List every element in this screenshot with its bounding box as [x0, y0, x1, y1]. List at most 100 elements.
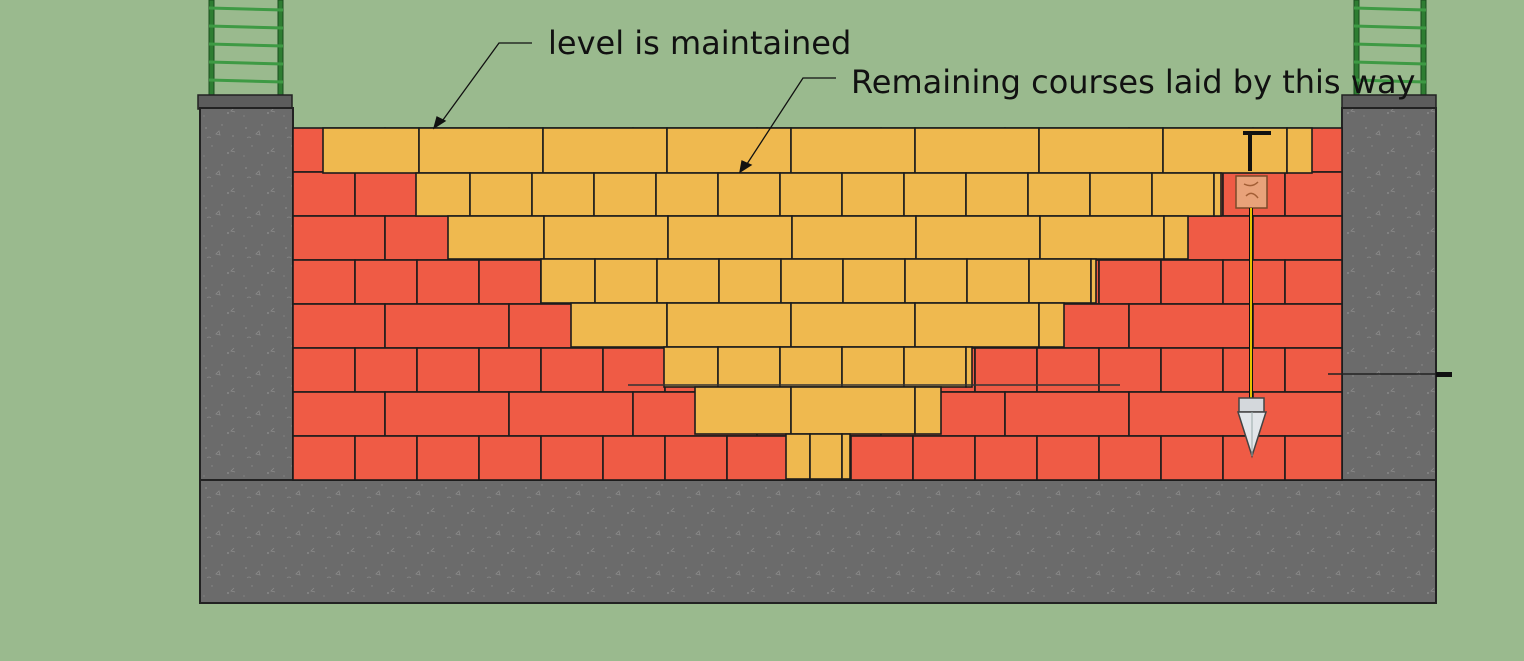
rebar-tie	[1353, 24, 1427, 30]
red-brick	[1222, 347, 1286, 393]
red-brick	[1160, 259, 1224, 305]
yellow-brick	[790, 127, 916, 174]
red-brick	[354, 435, 418, 481]
rebar-tie	[208, 6, 284, 12]
red-brick	[292, 347, 356, 393]
red-brick	[912, 435, 976, 481]
red-brick	[1284, 171, 1343, 217]
red-brick	[354, 259, 418, 305]
red-brick	[292, 215, 386, 261]
courses-annotation-label: Remaining courses laid by this way	[851, 63, 1416, 101]
yellow-brick	[780, 258, 844, 304]
yellow-brick	[779, 172, 843, 217]
red-brick	[1128, 303, 1254, 349]
yellow-brick	[914, 127, 1040, 174]
red-brick	[1128, 391, 1254, 437]
red-brick	[1284, 435, 1343, 481]
red-brick	[1284, 347, 1343, 393]
red-brick	[1160, 435, 1224, 481]
red-brick	[384, 303, 510, 349]
yellow-brick	[842, 258, 906, 304]
yellow-brick	[469, 172, 533, 217]
red-brick	[1004, 391, 1130, 437]
red-brick	[292, 303, 386, 349]
red-brick	[1252, 215, 1343, 261]
yellow-brick	[965, 172, 1029, 217]
red-brick	[1098, 259, 1162, 305]
yellow-brick	[415, 172, 471, 217]
red-brick	[292, 391, 386, 437]
yellow-brick	[841, 172, 905, 217]
right-concrete-column	[1341, 107, 1437, 481]
red-brick	[1252, 391, 1343, 437]
rebar-tie	[1353, 60, 1427, 66]
red-brick	[1222, 259, 1286, 305]
rebar-tie	[1353, 42, 1427, 48]
red-brick	[602, 435, 666, 481]
rebar-tie	[208, 60, 284, 66]
yellow-brick	[1038, 127, 1164, 174]
yellow-brick	[809, 433, 843, 480]
concrete-base-beam	[199, 479, 1437, 604]
yellow-brick	[790, 386, 916, 435]
red-brick	[416, 435, 480, 481]
yellow-brick-courses	[322, 127, 1313, 480]
yellow-brick	[717, 346, 781, 388]
level-annotation-label: level is maintained	[548, 24, 852, 62]
red-brick	[1036, 435, 1100, 481]
red-brick	[478, 259, 542, 305]
yellow-brick	[915, 215, 1041, 260]
red-brick	[416, 347, 480, 393]
yellow-brick	[543, 215, 669, 260]
yellow-brick	[1090, 258, 1097, 304]
yellow-brick	[914, 302, 1040, 348]
yellow-brick	[718, 258, 782, 304]
red-brick	[540, 347, 604, 393]
red-brick	[416, 259, 480, 305]
yellow-brick	[779, 346, 843, 388]
yellow-brick	[1028, 258, 1092, 304]
red-brick	[508, 391, 634, 437]
yellow-brick	[593, 172, 657, 217]
yellow-brick	[966, 258, 1030, 304]
red-brick	[478, 347, 542, 393]
yellow-brick	[447, 215, 545, 260]
yellow-brick	[1213, 172, 1222, 217]
yellow-brick	[791, 215, 917, 260]
yellow-brick	[1286, 127, 1313, 174]
left-concrete-column	[199, 107, 294, 481]
annotation-leaders	[432, 42, 836, 174]
yellow-brick	[666, 302, 792, 348]
rebar-column-left	[208, 0, 284, 109]
yellow-brick	[1027, 172, 1091, 217]
yellow-brick	[322, 127, 420, 174]
red-brick	[1284, 259, 1343, 305]
rebar-tie	[1353, 78, 1427, 84]
yellow-brick	[841, 433, 851, 480]
yellow-brick	[904, 258, 968, 304]
yellow-brick	[531, 172, 595, 217]
yellow-brick	[594, 258, 658, 304]
yellow-brick	[903, 172, 967, 217]
yellow-brick	[570, 302, 668, 348]
rebar-tie	[208, 78, 284, 84]
red-brick	[974, 435, 1038, 481]
yellow-brick	[1163, 215, 1189, 260]
yellow-brick	[666, 127, 792, 174]
red-brick	[384, 391, 510, 437]
yellow-brick	[1151, 172, 1215, 217]
red-brick	[354, 347, 418, 393]
yellow-brick	[655, 172, 719, 217]
red-brick	[726, 435, 790, 481]
rebar-tie	[208, 24, 284, 30]
yellow-brick	[903, 346, 967, 388]
red-brick	[1098, 435, 1162, 481]
yellow-brick	[418, 127, 544, 174]
red-brick	[664, 435, 728, 481]
red-brick	[1160, 347, 1224, 393]
red-brick	[292, 259, 356, 305]
yellow-brick	[542, 127, 668, 174]
red-brick	[354, 171, 418, 217]
yellow-brick	[785, 433, 811, 480]
